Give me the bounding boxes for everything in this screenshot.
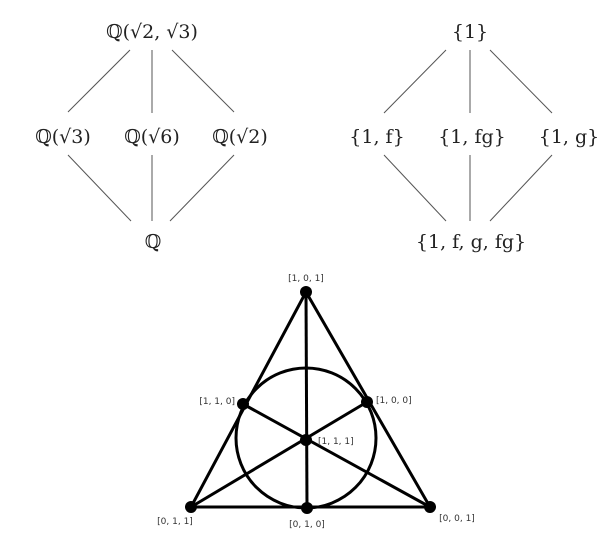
field-middle-label: ℚ(√6) [124, 126, 180, 148]
field-top-label: ℚ(√2, √3) [106, 21, 198, 43]
fano-line [242, 402, 431, 509]
field-lattice: ℚ(√2, √3) ℚ(√3) ℚ(√6) ℚ(√2) ℚ [35, 21, 268, 253]
fano-line [190, 400, 368, 509]
edge [489, 154, 553, 222]
fano-point [424, 501, 436, 513]
fano-point [300, 286, 312, 298]
edge [383, 154, 447, 222]
field-right-label: ℚ(√2) [212, 126, 268, 148]
point-label-center: [1, 1, 1] [318, 437, 354, 447]
point-label-bottom-middle: [0, 1, 0] [289, 520, 325, 530]
edge [383, 49, 447, 114]
edge [489, 49, 553, 114]
field-bottom-label: ℚ [145, 231, 162, 253]
point-label-top: [1, 0, 1] [288, 274, 324, 284]
fano-point [300, 434, 312, 446]
group-middle-label: {1, fg} [438, 126, 506, 148]
edge [67, 154, 132, 222]
group-top-label: {1} [452, 21, 488, 43]
fano-point [361, 396, 373, 408]
edge [171, 49, 235, 113]
edge [67, 49, 131, 113]
point-label-upper-left: [1, 1, 0] [199, 397, 235, 407]
fano-point [237, 398, 249, 410]
group-lattice: {1} {1, f} {1, fg} {1, g} {1, f, g, fg} [349, 21, 599, 253]
fano-plane: [1, 0, 1] [1, 1, 0] [1, 0, 0] [1, 1, 1] … [157, 274, 475, 530]
point-label-upper-right: [1, 0, 0] [376, 396, 412, 406]
fano-line [304, 291, 309, 509]
fano-point [301, 502, 313, 514]
point-label-bottom-left: [0, 1, 1] [157, 517, 193, 527]
edge [169, 154, 235, 222]
field-left-label: ℚ(√3) [35, 126, 91, 148]
group-bottom-label: {1, f, g, fg} [416, 231, 526, 253]
fano-point [185, 501, 197, 513]
group-right-label: {1, g} [539, 126, 600, 148]
group-left-label: {1, f} [349, 126, 404, 148]
point-label-bottom-right: [0, 0, 1] [439, 514, 475, 524]
